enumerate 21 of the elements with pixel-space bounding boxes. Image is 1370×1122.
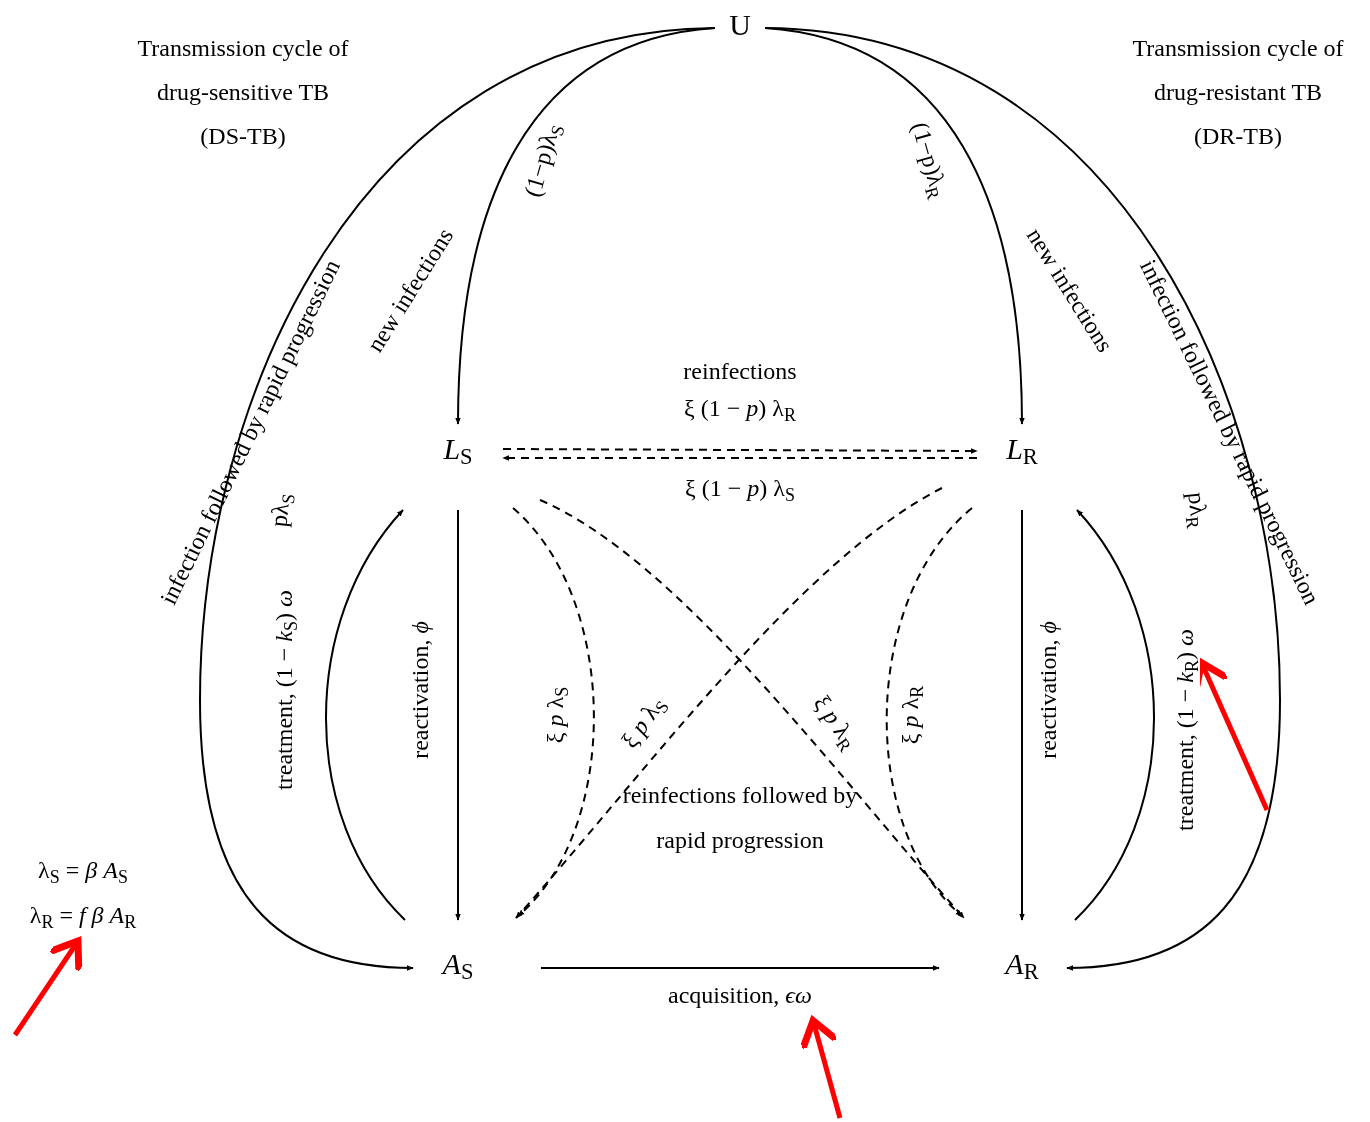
state-label: A$_{R}$ <box>977 938 1067 988</box>
text-label: λ$_{S}$ = β A$_{S}$ <box>38 856 128 888</box>
arrow <box>764 27 1281 971</box>
state-label: L$_{R}$ <box>977 424 1067 472</box>
arrow <box>540 965 940 971</box>
state-label: A$_{S}$ <box>413 938 503 988</box>
state-label: U <box>715 6 765 42</box>
arrow <box>512 507 595 917</box>
arrow <box>885 507 973 917</box>
arrow <box>199 27 716 971</box>
text-label: Transmission cycle of drug-sensitive TB (DS-TB) <box>136 34 350 151</box>
text-label: reinfections <box>683 357 797 386</box>
arrow <box>1019 509 1025 921</box>
text-label: Transmission cycle of drug-resistant TB (DR-TB) <box>1131 34 1345 151</box>
arrow <box>502 448 978 454</box>
text-label: reinfections followed by rapid progression <box>621 781 859 855</box>
arrow <box>502 455 978 461</box>
arrow <box>455 509 461 921</box>
arrow <box>325 509 406 921</box>
state-label: L$_{S}$ <box>413 424 503 472</box>
arrow <box>1074 509 1155 921</box>
